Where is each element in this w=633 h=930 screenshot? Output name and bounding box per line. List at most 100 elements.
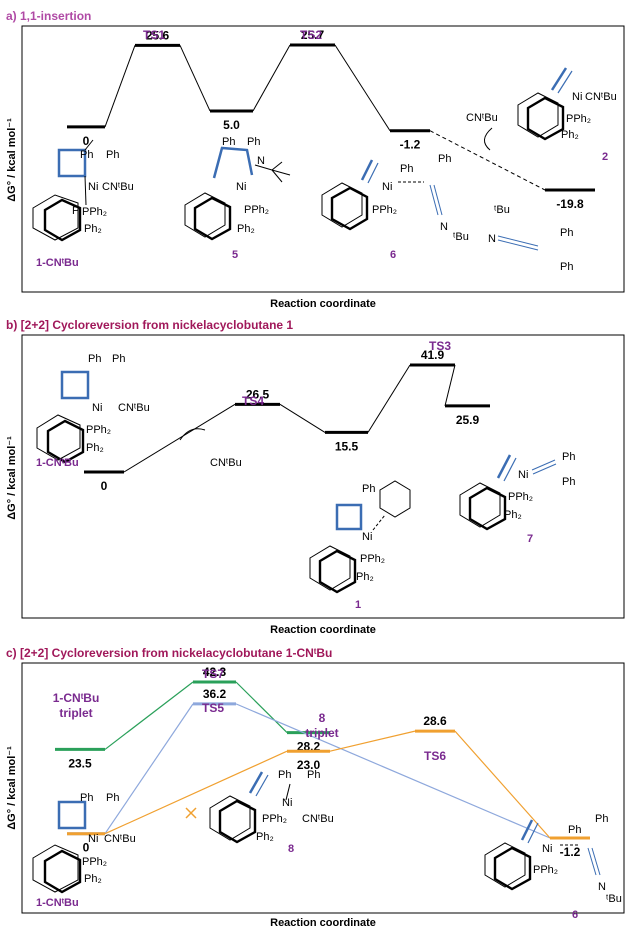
molecule-2 <box>517 67 573 141</box>
compound-6-a: 6 <box>390 249 396 261</box>
connector-line <box>454 730 551 839</box>
ts2-label: TS2 <box>300 28 322 42</box>
compound-2: 2 <box>602 151 608 163</box>
energy-value-label: -19.8 <box>556 197 584 211</box>
ts5-label: TS5 <box>202 701 224 715</box>
pph2-label: PPh₂ <box>508 491 533 503</box>
molecule-7 <box>459 454 557 531</box>
pph2-label: PPh₂ <box>82 856 107 868</box>
ni-label: Ni <box>362 531 372 543</box>
connector-line <box>235 703 551 839</box>
ni-label: Ni <box>542 843 552 855</box>
ph2-label: Ph₂ <box>504 509 522 521</box>
triplet-8-label-2: triplet <box>305 726 338 740</box>
pph2-label: PPh₂ <box>372 204 397 216</box>
ni-label: Ni <box>572 91 582 103</box>
molecule-6-a <box>321 159 443 231</box>
compound-1-cntbu-a: 1-CNᵗBu <box>36 257 79 269</box>
pph2-label: PPh₂ <box>82 206 107 218</box>
energy-profiles: 025.65.025.7-1.2-19.8026.515.541.925.923… <box>55 28 595 859</box>
ph-label: Ph <box>562 476 575 488</box>
connector-line <box>279 403 326 433</box>
molecule-1-cntbu-b <box>36 370 90 464</box>
connector-line <box>104 750 288 835</box>
cntbu-annotation-b: CNᵗBu <box>210 457 242 469</box>
connector-line <box>329 730 416 752</box>
ph-label: Ph <box>112 353 125 365</box>
panel-b-ylabel: ΔG° / kcal mol⁻¹ <box>6 436 18 520</box>
energy-value-label: 15.5 <box>335 439 359 453</box>
ph-label: Ph <box>560 227 573 239</box>
connector-line <box>235 681 288 733</box>
ni-label: Ni <box>518 469 528 481</box>
panel-a-title: a) 1,1-insertion <box>6 9 91 23</box>
connector-line <box>179 45 211 112</box>
molecule-1-cntbu-a <box>32 139 94 242</box>
energy-value-label: 0 <box>101 479 108 493</box>
panel-c-xlabel: Reaction coordinate <box>270 917 376 929</box>
energy-value-label: -1.2 <box>560 845 581 859</box>
ni-label: Ni <box>92 402 102 414</box>
ph-label: Ph <box>562 451 575 463</box>
energy-value-label: 28.6 <box>423 714 447 728</box>
ligand-label: CNᵗBu <box>104 833 136 845</box>
ph-label: Ph <box>222 136 235 148</box>
ligand-label: CNᵗBu <box>118 402 150 414</box>
ts4-label: TS4 <box>242 394 264 408</box>
ts3-label: TS3 <box>429 339 451 353</box>
pph2-label: PPh₂ <box>244 204 269 216</box>
ph-label: Ph <box>307 769 320 781</box>
ph-label: Ph <box>80 149 93 161</box>
energy-value-label: 41.9 <box>421 348 445 362</box>
ph-label: Ph <box>400 163 413 175</box>
ni-label: Ni <box>88 833 98 845</box>
ts6-label: TS6 <box>424 749 446 763</box>
energy-value-label: 42.3 <box>203 665 227 679</box>
pph2-label: PPh₂ <box>360 553 385 565</box>
ni-label: Ni <box>282 797 292 809</box>
ligand-label: CNᵗBu <box>102 181 134 193</box>
compound-6-c: 6 <box>572 909 578 921</box>
pph2-label: PPh₂ <box>86 424 111 436</box>
energy-value-label: -1.2 <box>400 138 421 152</box>
ph2-label: Ph₂ <box>84 223 102 235</box>
compound-1-cntbu-c: 1-CNᵗBu <box>36 897 79 909</box>
connector-line <box>334 44 391 131</box>
energy-value-label: 36.2 <box>203 687 227 701</box>
compound-1: 1 <box>355 599 361 611</box>
energy-value-label: 23.5 <box>68 756 92 770</box>
molecule-1-cntbu-c <box>32 800 87 894</box>
connector-line <box>252 44 291 112</box>
ni-label: Ni <box>382 181 392 193</box>
blocked-marker <box>185 807 197 819</box>
ph-label: Ph <box>106 792 119 804</box>
panel-a-structures: TS1 TS2 Ph Ph Ni CNᵗBu PPh₂ P Ph₂ 1-CNᵗB… <box>32 28 617 273</box>
compound-8: 8 <box>288 843 294 855</box>
ph-label: Ph <box>362 483 375 495</box>
panel-c-ylabel: ΔG° / kcal mol⁻¹ <box>6 746 18 830</box>
molecule-6-c <box>484 819 601 891</box>
pph2-label: PPh₂ <box>262 813 287 825</box>
ni-label: Ni <box>236 181 246 193</box>
ph2-label: Ph₂ <box>356 571 374 583</box>
panel-a-xlabel: Reaction coordinate <box>270 298 376 310</box>
tbu-label: ᵗBu <box>606 893 622 905</box>
energy-value-label: 5.0 <box>223 118 240 132</box>
connector-line <box>104 681 194 750</box>
triplet-1-label: 1-CNᵗBu <box>53 691 100 705</box>
n-label: N <box>488 233 496 245</box>
n-label: N <box>440 221 448 233</box>
ph-label: Ph <box>247 136 260 148</box>
panel-b-frame <box>21 334 625 619</box>
tbu-label: ᵗBu <box>453 231 469 243</box>
molecule-1 <box>309 480 411 594</box>
energy-value-label: 0 <box>83 841 90 855</box>
panel-c-structures: TS7 TS5 TS6 1-CNᵗBu triplet 8 triplet Ph… <box>32 667 622 921</box>
energy-value-label: 25.6 <box>146 28 170 42</box>
ph-label: Ph <box>438 153 451 165</box>
ni-label: Ni <box>88 181 98 193</box>
connector-line <box>444 364 456 406</box>
energy-value-label: 25.9 <box>456 413 480 427</box>
ph2-label: Ph₂ <box>86 442 104 454</box>
pph2-label: PPh₂ <box>566 113 591 125</box>
